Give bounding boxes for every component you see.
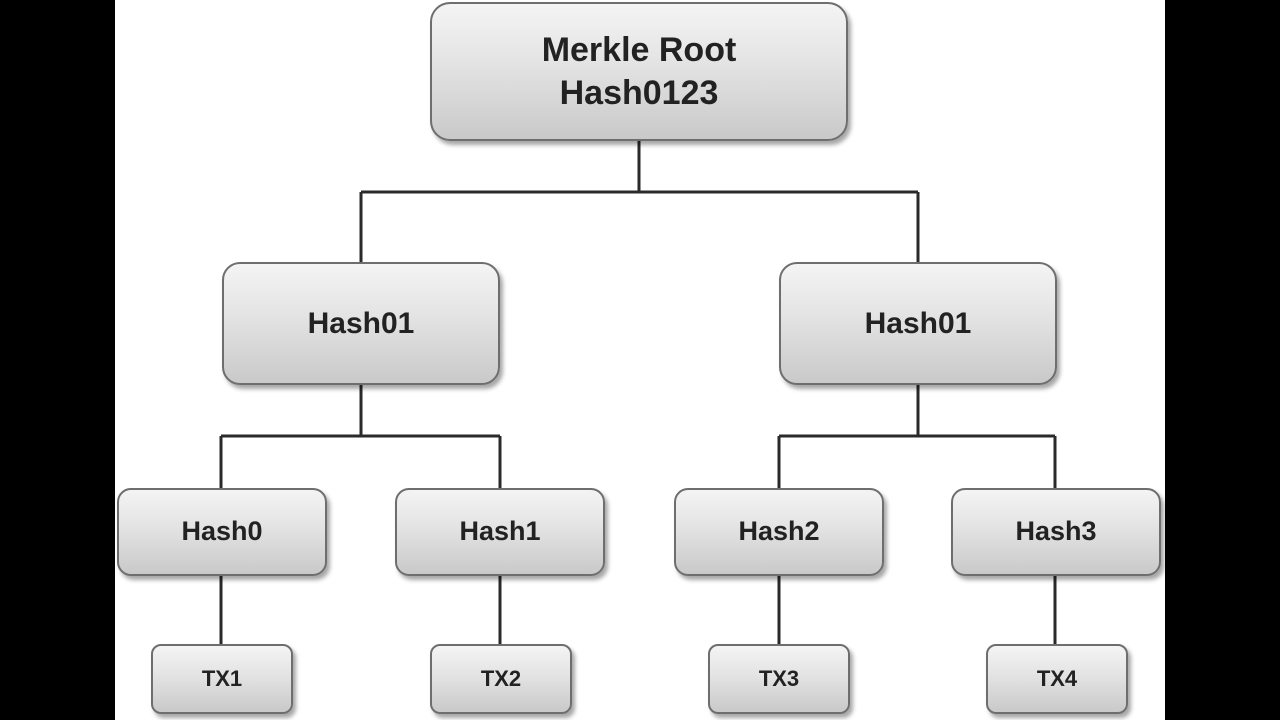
- hash1-label: Hash1: [459, 516, 541, 547]
- tx4-node: TX4: [986, 644, 1128, 714]
- tx1-label: TX1: [201, 666, 243, 692]
- merkle-root-hash: Hash0123: [559, 73, 719, 112]
- hash01-left-node: Hash01: [222, 262, 500, 385]
- merkle-root-title: Merkle Root: [541, 31, 737, 69]
- tx2-label: TX2: [480, 666, 522, 692]
- connector-root-to-level1: [359, 141, 920, 262]
- connector-hash01-left-to-level2: [219, 385, 502, 488]
- tx2-node: TX2: [430, 644, 572, 714]
- tx3-node: TX3: [708, 644, 850, 714]
- hash2-label: Hash2: [738, 516, 820, 547]
- tx1-node: TX1: [151, 644, 293, 714]
- tx3-label: TX3: [758, 666, 800, 692]
- hash0-node: Hash0: [117, 488, 327, 576]
- merkle-root-node: Merkle Root Hash0123: [430, 2, 848, 141]
- hash1-node: Hash1: [395, 488, 605, 576]
- hash3-label: Hash3: [1015, 516, 1097, 547]
- hash3-node: Hash3: [951, 488, 1161, 576]
- connector-hash01-right-to-level2: [777, 385, 1057, 488]
- hash01-right-node: Hash01: [779, 262, 1057, 385]
- hash01-right-label: Hash01: [864, 306, 972, 340]
- hash2-node: Hash2: [674, 488, 884, 576]
- tx4-label: TX4: [1036, 666, 1078, 692]
- hash0-label: Hash0: [181, 516, 263, 547]
- hash01-left-label: Hash01: [307, 306, 415, 340]
